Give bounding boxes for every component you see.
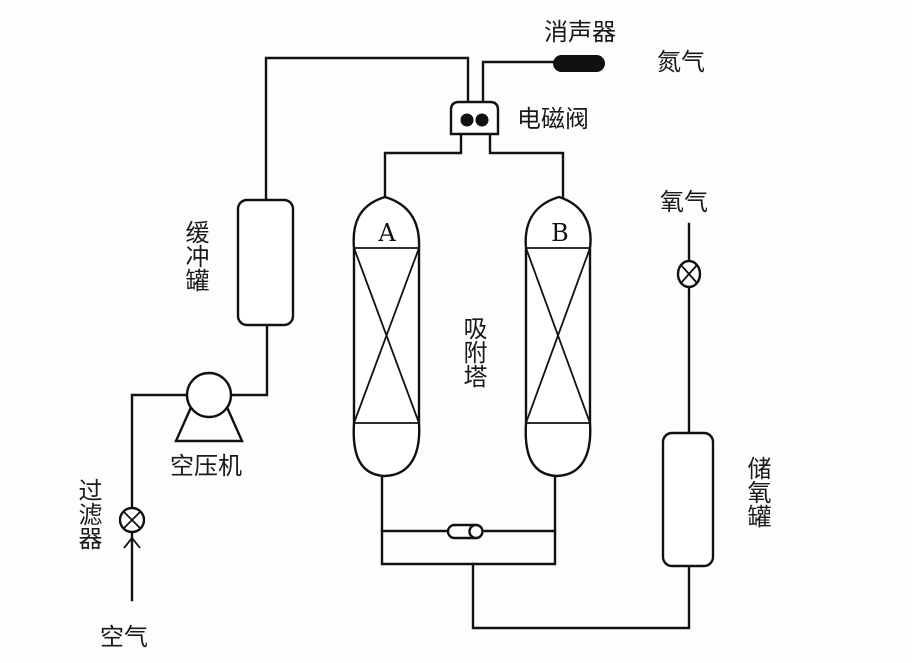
pipe-valve-to-muffler	[481, 60, 557, 105]
oxygen-tank-label: 储氧罐	[743, 456, 771, 528]
pipe-buffer-to-valve	[264, 56, 470, 202]
adsorption-tower-label: 吸附塔	[459, 316, 487, 388]
oxygen-valve-symbol	[676, 259, 702, 289]
pipe-compressor-to-buffer	[229, 324, 269, 397]
oxygen-tank	[661, 431, 715, 568]
filter-symbol	[118, 506, 146, 534]
tower-a	[352, 195, 421, 478]
nitrogen-label: 氮气	[657, 48, 705, 76]
tower-b	[524, 195, 592, 478]
pipes	[130, 56, 691, 630]
muffler	[553, 55, 605, 72]
pipe-valve-to-tower-b	[488, 132, 565, 199]
pipe-valve-to-tower-a	[383, 132, 463, 199]
compressor-symbol	[174, 371, 244, 443]
pipe-filter-to-compressor	[130, 393, 189, 510]
air-label: 空气	[100, 623, 148, 651]
oxygen-label: 氧气	[660, 188, 708, 216]
buffer-tank	[236, 198, 295, 327]
tower-b-label: B	[551, 219, 569, 247]
solenoid-valve-symbol	[449, 100, 500, 136]
air-arrow-icon	[123, 536, 141, 549]
check-valve-symbol	[446, 523, 484, 540]
valve-port-left	[460, 113, 474, 127]
tower-a-label: A	[377, 219, 396, 247]
compressor-label: 空压机	[170, 452, 242, 480]
pipe-to-oxygen-tank	[471, 562, 691, 630]
buffer-tank-label: 缓冲罐	[181, 220, 209, 292]
pipe-tower-bottom-loop	[380, 476, 557, 566]
filter-label: 过滤器	[74, 478, 102, 550]
muffler-label: 消声器	[544, 18, 616, 46]
valve-port-right	[475, 113, 489, 127]
solenoid-valve-label: 电磁阀	[517, 105, 589, 133]
